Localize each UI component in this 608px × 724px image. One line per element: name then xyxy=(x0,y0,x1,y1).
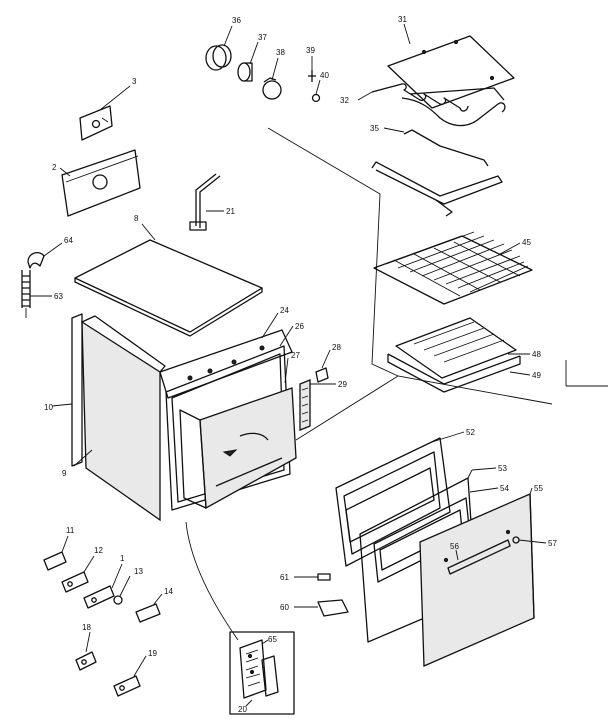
part-24-front-frame: 24 xyxy=(159,306,293,399)
part-27-oven-liner: 27 xyxy=(179,351,300,510)
callout-63: 63 xyxy=(54,292,63,301)
callout-57: 57 xyxy=(548,539,557,548)
callout-32: 32 xyxy=(340,96,349,105)
part-31-broil-cover: 31 xyxy=(387,15,515,109)
part-18-connector: 18 xyxy=(75,623,97,671)
callout-19: 19 xyxy=(148,649,157,658)
callout-60: 60 xyxy=(280,603,289,612)
callout-3: 3 xyxy=(132,77,137,86)
part-35-bake-element: 35 xyxy=(370,124,503,217)
callout-48: 48 xyxy=(532,350,541,359)
part-29-insulation: 29 xyxy=(299,379,347,431)
callout-1: 1 xyxy=(120,554,125,563)
part-49-broiler-pan: 49 xyxy=(387,353,541,393)
part-28-clip: 28 xyxy=(315,343,341,383)
part-52-door-frame: 52 xyxy=(335,428,475,567)
callout-49: 49 xyxy=(532,371,541,380)
callout-38: 38 xyxy=(276,48,285,57)
callout-45: 45 xyxy=(522,238,531,247)
part-11-terminal: 11 xyxy=(43,526,75,571)
part-55-door-outer-panel: 55 xyxy=(419,484,543,667)
part-38-bulb: 38 xyxy=(262,48,285,100)
callout-8: 8 xyxy=(134,214,139,223)
part-10-side-panel: 10 xyxy=(44,313,83,467)
callout-10: 10 xyxy=(44,403,53,412)
callout-20: 20 xyxy=(238,705,247,714)
part-39-screw: 39 xyxy=(306,46,316,82)
callout-28: 28 xyxy=(332,343,341,352)
callout-56: 56 xyxy=(450,542,459,551)
callout-13: 13 xyxy=(134,567,143,576)
part-65-terminal-block: 65 xyxy=(239,635,277,699)
part-64-elbow: 64 xyxy=(27,236,73,269)
callout-14: 14 xyxy=(164,587,173,596)
part-12-terminal: 12 xyxy=(61,546,103,593)
callout-27: 27 xyxy=(291,351,300,360)
part-40-washer: 40 xyxy=(311,71,329,103)
callout-40: 40 xyxy=(320,71,329,80)
callout-53: 53 xyxy=(498,464,507,473)
part-45-oven-rack: 45 xyxy=(373,231,533,305)
part-26-gasket: 26 xyxy=(165,322,304,511)
callout-9: 9 xyxy=(62,469,67,478)
part-21-tube: 21 xyxy=(189,173,235,231)
assembly-lines xyxy=(185,127,608,641)
part-36-lamp-cover: 36 xyxy=(205,16,241,71)
part-63-flex-hose: 63 xyxy=(21,270,63,318)
part-8-top-panel: 8 xyxy=(74,214,263,337)
callout-26: 26 xyxy=(295,322,304,331)
part-20-mounting-bracket: 20 xyxy=(238,655,279,714)
part-37-socket: 37 xyxy=(237,33,267,82)
callout-54: 54 xyxy=(500,484,509,493)
part-32-broil-element: 32 xyxy=(340,83,506,127)
part-19-connector: 19 xyxy=(113,649,157,697)
callout-11: 11 xyxy=(66,526,75,535)
part-60-door-hinge: 60 xyxy=(280,599,349,617)
part-1-terminal: 1 xyxy=(83,554,125,609)
part-56-handle: 56 xyxy=(443,529,511,575)
part-14-bracket: 14 xyxy=(135,587,173,623)
callout-39: 39 xyxy=(306,46,315,55)
part-13-nut: 13 xyxy=(113,567,143,605)
callout-31: 31 xyxy=(398,15,407,24)
inset-terminal-assembly: 65 20 xyxy=(229,631,295,715)
callout-37: 37 xyxy=(258,33,267,42)
part-2-panel: 2 xyxy=(52,149,141,217)
callout-61: 61 xyxy=(280,573,289,582)
callout-55: 55 xyxy=(534,484,543,493)
callout-36: 36 xyxy=(232,16,241,25)
callout-64: 64 xyxy=(64,236,73,245)
part-57-handle-screw: 57 xyxy=(512,536,557,548)
callout-35: 35 xyxy=(370,124,379,133)
part-3-bracket: 3 xyxy=(79,77,137,141)
callout-52: 52 xyxy=(466,428,475,437)
callout-21: 21 xyxy=(226,207,235,216)
part-61-hinge-pin: 61 xyxy=(280,573,331,582)
part-9-cabinet-body: 9 xyxy=(62,315,166,522)
callout-12: 12 xyxy=(94,546,103,555)
part-48-broiler-grid: 48 xyxy=(395,317,541,379)
callout-2: 2 xyxy=(52,163,57,172)
callout-29: 29 xyxy=(338,380,347,389)
callout-24: 24 xyxy=(280,306,289,315)
callout-65: 65 xyxy=(268,635,277,644)
callout-18: 18 xyxy=(82,623,91,632)
